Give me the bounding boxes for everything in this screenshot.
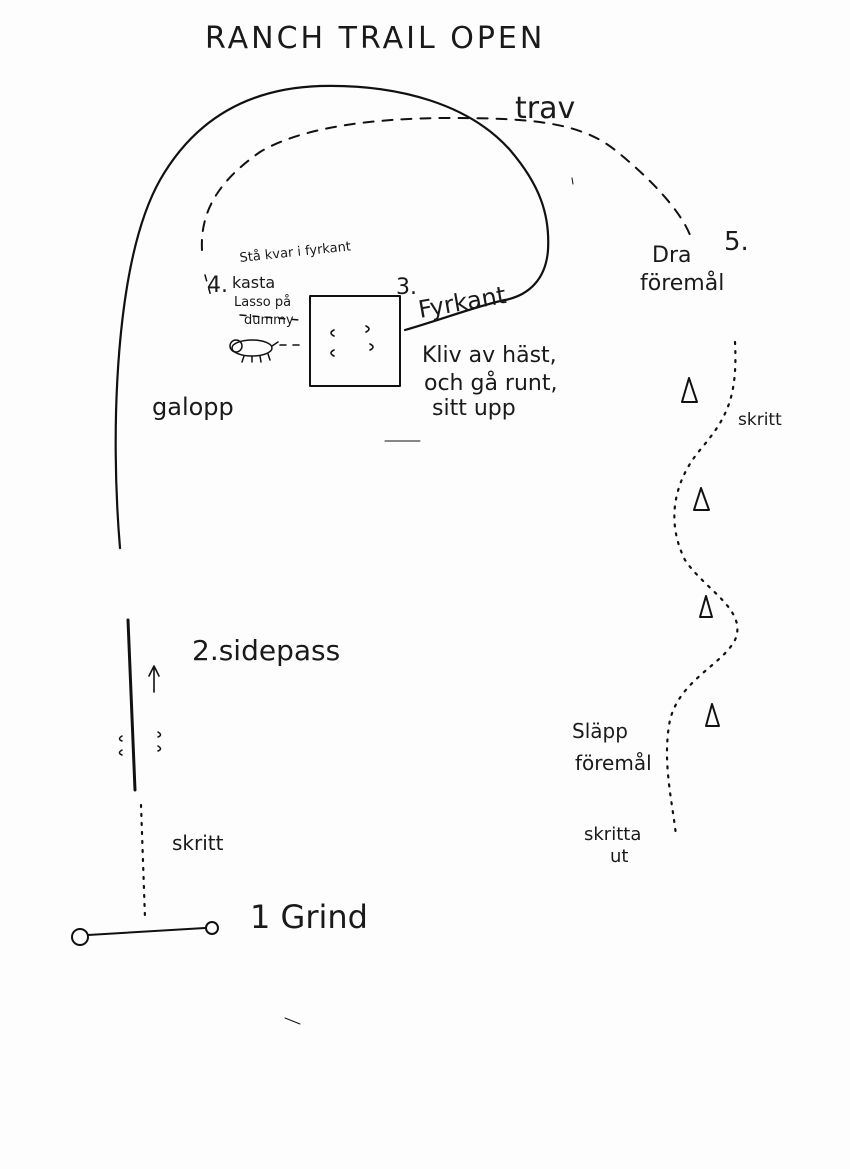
label-dra-foremal: föremål xyxy=(640,270,724,296)
trot-path xyxy=(200,117,691,251)
label-trav: trav xyxy=(515,91,575,126)
course-title: RANCH TRAIL OPEN xyxy=(205,21,545,56)
gallop-path xyxy=(114,84,550,550)
label-skritt-right: skritt xyxy=(738,410,782,430)
label-obstacle-4-number: 4. xyxy=(207,273,228,298)
label-slapp-foremal: föremål xyxy=(575,751,652,775)
label-grind: 1 Grind xyxy=(250,898,368,936)
stray-marks xyxy=(284,177,574,1025)
sidepass-pole xyxy=(126,618,137,792)
label-lasso-pa: Lasso på xyxy=(234,295,291,310)
label-obstacle-5-number: 5. xyxy=(724,227,749,257)
label-dummy: dummy xyxy=(244,313,294,328)
gate-icon xyxy=(71,921,219,946)
lasso-lead-dashes xyxy=(204,274,306,346)
label-kliv-line-1: Kliv av häst, xyxy=(422,343,557,368)
sidepass-arrow-icon xyxy=(148,665,160,693)
walk-path-right xyxy=(665,340,739,837)
label-dra: Dra xyxy=(652,243,691,268)
label-kliv-line-3: sitt upp xyxy=(432,396,516,421)
square-obstacle xyxy=(309,295,401,387)
label-fyrkant: Fyrkant xyxy=(416,281,508,324)
hoof-prints-sidepass xyxy=(118,731,162,756)
cone-icons xyxy=(681,377,720,727)
hoof-prints-square xyxy=(330,325,374,357)
label-kasta: kasta xyxy=(232,273,275,292)
label-skritta: skritta xyxy=(584,824,641,845)
dummy-icon xyxy=(229,339,279,363)
label-sidepass: 2.sidepass xyxy=(192,634,340,667)
label-skritta-ut: ut xyxy=(610,846,628,867)
label-sta-kvar: Stå kvar i fyrkant xyxy=(239,239,352,266)
label-obstacle-3-number: 3. xyxy=(396,275,417,300)
walk-path-left xyxy=(139,803,147,920)
label-galopp: galopp xyxy=(152,393,234,421)
label-skritt-left: skritt xyxy=(172,831,224,855)
label-kliv-line-2: och gå runt, xyxy=(424,370,557,396)
label-slapp: Släpp xyxy=(572,719,628,743)
